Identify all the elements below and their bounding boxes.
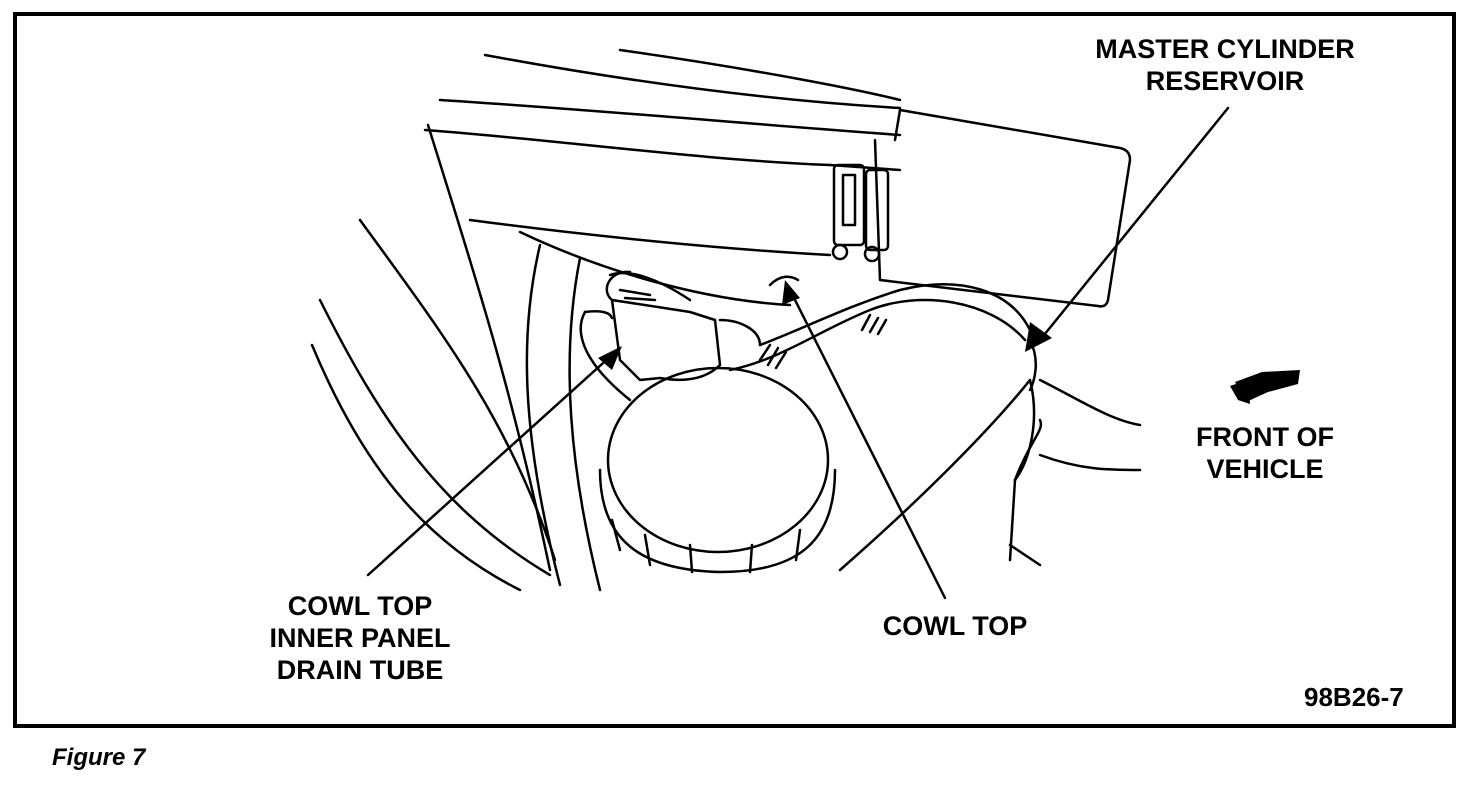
leader-arrow-drain-tube: [366, 353, 614, 577]
reservoir-body: [873, 108, 1132, 308]
reservoir-clip: [863, 245, 881, 263]
figure-caption: Figure 7: [52, 744, 146, 771]
drain-tube: [605, 270, 632, 302]
diagram-frame: [13, 12, 1456, 728]
reservoir-tank: [838, 378, 1036, 572]
label-line: DRAIN TUBE: [276, 655, 444, 685]
reservoir-cap-skirt: [598, 468, 837, 574]
label-line: RESERVOIR: [1145, 66, 1305, 96]
reservoir-cap: [606, 366, 830, 554]
fender-line: [568, 256, 602, 592]
fender-line: [426, 123, 552, 572]
reservoir-cap-skirt: [610, 518, 622, 552]
cowl-panel-line: [483, 53, 902, 110]
reservoir-cap-skirt: [748, 543, 754, 574]
cowl-panel-line: [618, 48, 902, 102]
label-master-cylinder-reservoir: MASTER CYLINDER RESERVOIR: [1070, 33, 1380, 97]
label-line: MASTER CYLINDER: [1095, 34, 1355, 64]
cowl-top-channel: [758, 283, 1032, 347]
reservoir-clip: [841, 173, 857, 227]
cowl-top-channel: [579, 310, 632, 402]
reservoir-cap-skirt: [688, 543, 694, 574]
label-front-of-vehicle: FRONT OF VEHICLE: [1170, 421, 1360, 485]
cowl-top-channel: [583, 310, 614, 320]
arrowhead-reservoir: [1025, 322, 1052, 352]
leader-arrow-reservoir: [1038, 106, 1230, 342]
reservoir-tank: [1013, 418, 1043, 482]
hatch-marks: [758, 343, 788, 370]
fender-line: [318, 298, 552, 577]
hatch-marks: [618, 288, 657, 302]
label-line: FRONT OF: [1196, 422, 1334, 452]
hatch-marks: [860, 313, 888, 336]
cowl-panel-line: [438, 98, 902, 137]
leader-arrow-cowl-top: [788, 288, 947, 600]
cowl-top-channel: [718, 318, 762, 347]
reservoir-tank: [1038, 378, 1142, 427]
fender-line: [310, 343, 522, 592]
fender-line: [358, 218, 557, 562]
drain-tube: [610, 298, 722, 382]
cowl-panel-line: [423, 128, 832, 167]
reservoir-tank: [1038, 453, 1142, 472]
cowl-top-channel: [728, 298, 1027, 372]
cowl-lower-edge: [518, 230, 792, 307]
reservoir-clip: [832, 163, 866, 247]
cowl-lower-edge: [468, 218, 832, 257]
arrowhead-cowl-top: [782, 280, 800, 305]
reservoir-tank: [1008, 543, 1042, 567]
reservoir-body: [893, 108, 902, 142]
reservoir-cap-skirt: [643, 533, 652, 567]
arrow-front-of-vehicle-icon: [1230, 370, 1300, 404]
reservoir-clip: [831, 243, 849, 261]
label-line: COWL TOP: [882, 611, 1028, 641]
label-cowl-top-inner-panel-drain-tube: COWL TOP INNER PANEL DRAIN TUBE: [230, 590, 490, 686]
arrowhead-drain-tube: [598, 346, 622, 370]
label-line: COWL TOP: [287, 591, 433, 621]
fender-line: [525, 243, 562, 587]
label-line: VEHICLE: [1206, 454, 1324, 484]
reservoir-cap-skirt: [794, 528, 802, 562]
figure-code: 98B26-7: [1304, 682, 1404, 712]
small-mark: [768, 275, 800, 287]
label-cowl-top: COWL TOP: [860, 610, 1050, 642]
label-line: INNER PANEL: [269, 623, 451, 653]
